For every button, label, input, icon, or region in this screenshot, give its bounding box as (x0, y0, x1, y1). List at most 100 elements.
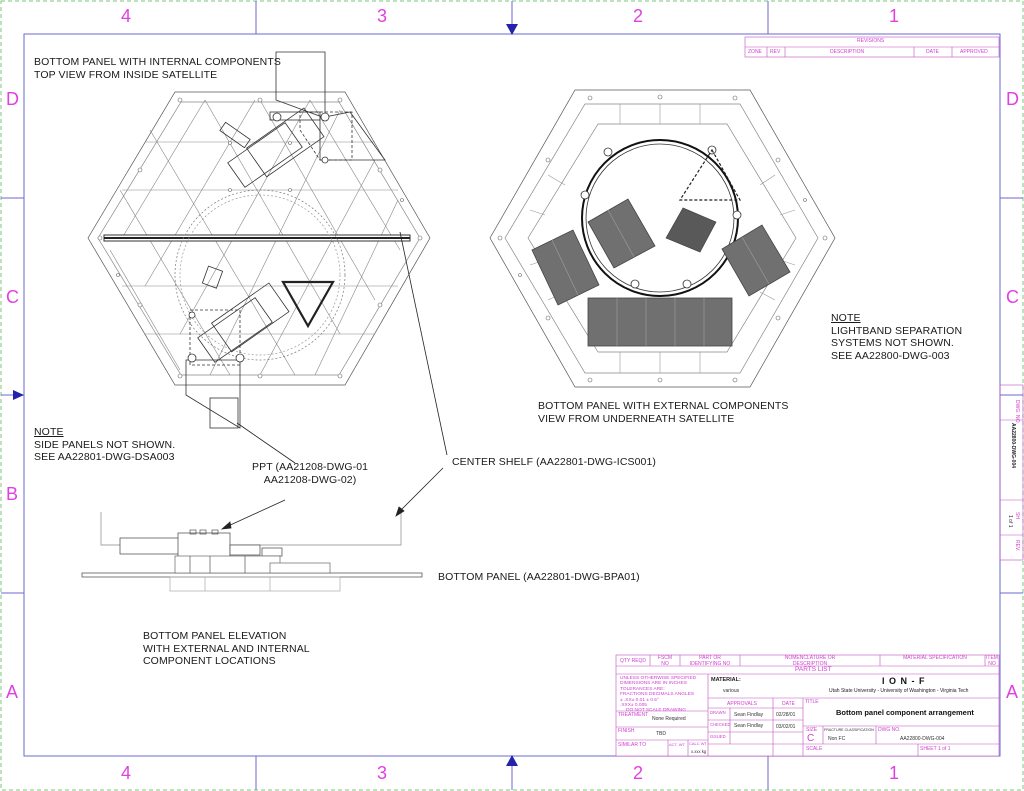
parts-col-material: MATERIAL SPECIFICATION (903, 655, 967, 661)
elevation-view-title-line: WITH EXTERNAL AND INTERNAL (143, 642, 310, 655)
elevation-view-title-line: BOTTOM PANEL ELEVATION (143, 630, 287, 642)
internal-view-title-line: TOP VIEW FROM INSIDE SATELLITE (34, 68, 218, 81)
revisions-block (744, 36, 1000, 58)
date-label: DATE (782, 701, 795, 707)
drawn-label: DRAWN (710, 710, 726, 715)
scale-label: SCALE (806, 746, 823, 752)
tolerance-line: DO NOT SCALE DRAWING (626, 708, 686, 714)
parts-col-nomenclature: NOMENCLATURE OR DESCRIPTION (784, 655, 836, 667)
rev-col-description: DESCRIPTION (830, 49, 865, 55)
center-shelf-callout: CENTER SHELF (AA22801-DWG-ICS001) (452, 456, 657, 468)
rev-col-zone: ZONE (748, 49, 762, 55)
universities: Utah State University - University of Wa… (829, 688, 969, 694)
center-mark-bottom (506, 755, 518, 766)
treatment-label: TREATMENT (618, 712, 649, 718)
center-mark-left (13, 390, 24, 400)
side-panels-note: NOTE SIDE PANELS NOT SHOWN. SEE AA22801-… (34, 426, 175, 464)
tolerance-line: TOLERANCES ARE: (620, 686, 665, 692)
issued-label: ISSUED (710, 734, 726, 739)
elevation-view-title-line: COMPONENT LOCATIONS (143, 655, 276, 667)
zone-row-d-right: D (1006, 89, 1019, 109)
internal-view-drawing (87, 51, 431, 429)
checked-date: 03/02/01 (776, 724, 796, 730)
finish-label: FINISH (618, 728, 635, 734)
material-value: various (723, 688, 740, 694)
tolerance-line: DIMENSIONS ARE IN INCHES (620, 681, 687, 687)
note-line: SIDE PANELS NOT SHOWN. (34, 438, 176, 451)
tolerances-block: UNLESS OTHERWISE SPECIFIED DIMENSIONS AR… (620, 676, 696, 714)
side-dwg-no-label: DWG. NO. (1014, 400, 1020, 424)
side-sh-value: 1 of 1 (1007, 515, 1013, 528)
parts-list-title: PARTS LIST (795, 666, 832, 673)
zone-col-2-top: 2 (633, 6, 644, 26)
project-name: I O N - F (882, 676, 926, 686)
note-line: LIGHTBAND SEPARATION (831, 324, 963, 337)
external-view-title-line: BOTTOM PANEL WITH EXTERNAL COMPONENTS (538, 400, 789, 412)
external-view-title-line: VIEW FROM UNDERNEATH SATELLITE (538, 412, 735, 425)
zone-col-1-top: 1 (889, 6, 900, 26)
elevation-view-title: BOTTOM PANEL ELEVATION WITH EXTERNAL AND… (143, 630, 310, 668)
rev-col-rev: REV (770, 49, 781, 55)
bottom-panel-callout: BOTTOM PANEL (AA22801-DWG-BPA01) (438, 571, 640, 583)
material-label: MATERIAL: (711, 677, 741, 683)
drawing-title: Bottom panel component arrangement (836, 708, 974, 717)
leader-lines (220, 231, 448, 530)
zone-col-4-top: 4 (121, 6, 132, 26)
note-line: SEE AA22801-DWG-DSA003 (34, 451, 175, 463)
note-line: SYSTEMS NOT SHOWN. (831, 337, 954, 349)
zone-row-a-right: A (1006, 682, 1019, 702)
zone-col-3-top: 3 (377, 6, 388, 26)
ppt-callout-line: PPT (AA21208-DWG-01 (252, 461, 369, 473)
dwg-no-value: AA22800-DWG-004 (900, 736, 945, 742)
zone-row-b-left: B (6, 484, 19, 504)
elevation-view-drawing (81, 512, 423, 592)
sheet-label: SHEET 1 of 1 (920, 746, 951, 752)
side-rev-label: REV. (1014, 540, 1020, 552)
side-dwg-block (999, 384, 1024, 561)
parts-col-item: ITEM NO (986, 655, 998, 667)
tolerance-line: .XXX± 0.005 (620, 703, 647, 709)
note-heading: NOTE (34, 426, 64, 438)
drawn-date: 02/28/01 (776, 712, 796, 718)
checked-by: Sean Findlay (734, 723, 764, 729)
revisions-title: REVISIONS (857, 38, 885, 44)
zone-row-c-left: C (6, 287, 19, 307)
internal-view-title: BOTTOM PANEL WITH INTERNAL COMPONENTS TO… (34, 56, 281, 81)
zone-row-d-left: D (6, 89, 19, 109)
zone-row-a-left: A (6, 682, 19, 702)
fracture-label: FRACTURE CLASSIFICATION (824, 728, 874, 732)
lightband-note: NOTE LIGHTBAND SEPARATION SYSTEMS NOT SH… (831, 312, 962, 362)
center-mark-top (506, 24, 518, 35)
parts-col-part: PART OR IDENTIFYING NO (689, 655, 731, 667)
zone-col-1-bottom: 1 (889, 763, 900, 783)
act-wt-label: ACT. WT (669, 742, 685, 747)
size-label: SIZE (806, 727, 818, 733)
tolerance-line: FRACTIONS DECIMALS ANGLES (620, 692, 695, 698)
rev-col-date: DATE (926, 49, 939, 55)
title-block-frame (615, 654, 1000, 757)
zone-col-2-bottom: 2 (633, 763, 644, 783)
approvals-label: APPROVALS (727, 701, 757, 707)
ppt-callout-line: AA21208-DWG-02) (263, 473, 357, 486)
side-dwg-no: AA22800-DWG-004 (1010, 423, 1016, 469)
checked-label: CHECKED (710, 722, 731, 727)
ppt-callout: PPT (AA21208-DWG-01 AA21208-DWG-02) (252, 461, 368, 486)
weight-value: x.xxx kg (691, 749, 707, 754)
rev-col-approved: APPROVED (960, 49, 988, 55)
dwg-no-label: DWG NO. (878, 727, 901, 733)
note-line: SEE AA22800-DWG-003 (831, 349, 950, 362)
drawn-by: Sean Findlay (734, 712, 764, 718)
tolerance-line: UNLESS OTHERWISE SPECIFIED (620, 676, 697, 681)
parts-col-fscm: FSCM NO (657, 655, 673, 667)
tolerance-line: ± .XX± 0.01 ± 0.5° (620, 697, 659, 703)
calc-wt-label: CALC WT (689, 741, 707, 746)
external-view-title: BOTTOM PANEL WITH EXTERNAL COMPONENTS VI… (538, 400, 788, 425)
external-view-drawing (489, 89, 836, 388)
side-sh-label: SH (1014, 512, 1020, 519)
similar-to-label: SIMILAR TO (618, 742, 647, 748)
zone-col-3-bottom: 3 (377, 763, 388, 783)
parts-col-qty: QTY REQD (620, 658, 647, 664)
treatment-value: None Required (652, 716, 686, 722)
zone-col-4-bottom: 4 (121, 763, 132, 783)
